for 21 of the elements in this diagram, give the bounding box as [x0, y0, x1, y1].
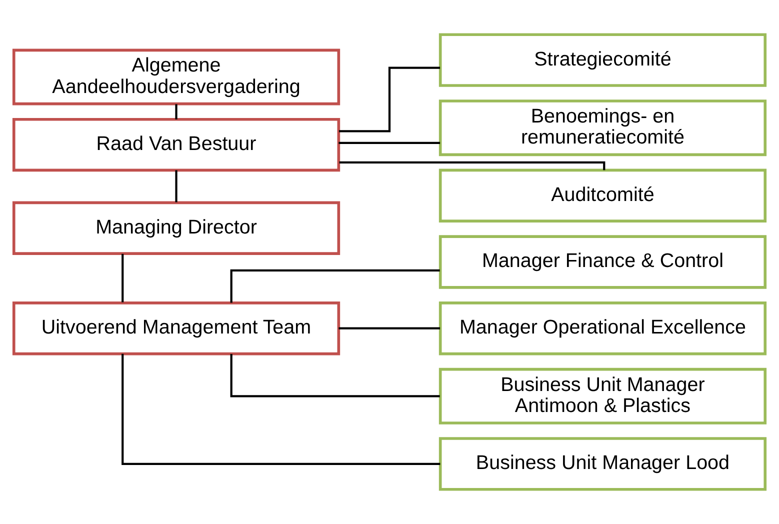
connector: [175, 170, 178, 202]
node-box: Uitvoerend Management Team: [12, 302, 340, 356]
node-box: Raad Van Bestuur: [12, 118, 340, 172]
connector: [122, 354, 440, 465]
node-box: Strategiecomité: [438, 33, 767, 87]
node-box: Managing Director: [12, 201, 340, 255]
node-box: Auditcomité: [438, 168, 767, 222]
node-box: Manager Finance & Control: [438, 235, 767, 289]
connector: [339, 161, 606, 170]
connector: [338, 142, 440, 144]
node-box: Business Unit Manager Antimoon & Plastics: [438, 368, 767, 424]
connector: [230, 269, 440, 303]
connector: [230, 354, 440, 398]
node-box: Algemene Aandeelhoudersvergadering: [12, 48, 340, 106]
node-box: Benoemings- en remuneratiecomité: [438, 100, 767, 156]
connector: [338, 66, 440, 132]
connector: [122, 254, 124, 302]
connector: [175, 104, 178, 120]
node-box: Business Unit Manager Lood: [438, 437, 767, 491]
node-box: Manager Operational Excellence: [438, 302, 767, 356]
connector: [338, 327, 440, 330]
